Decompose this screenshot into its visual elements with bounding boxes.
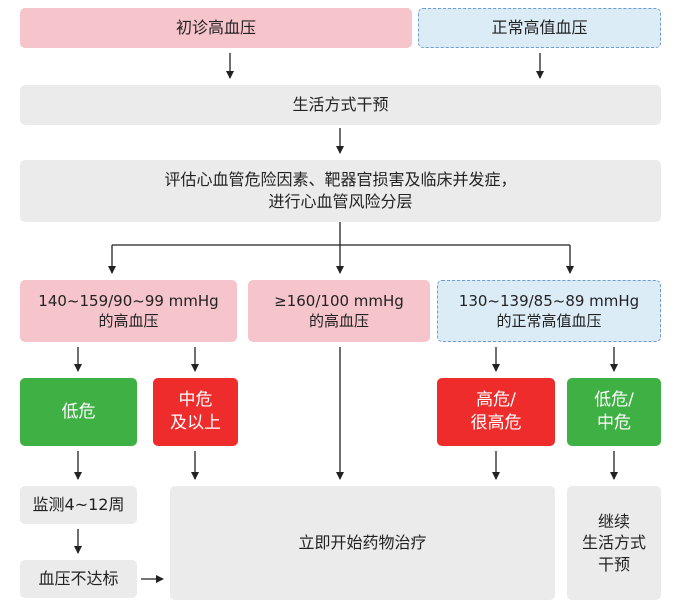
start-drug-therapy-label: 立即开始药物治疗: [298, 533, 427, 553]
high-normal-range-line-2: 的正常高值血压: [496, 312, 602, 330]
grade1-line-2: 的高血压: [98, 312, 159, 330]
grade1-hypertension-box: 140~159/90~99 mmHg 的高血压: [20, 280, 237, 342]
high-normal-bp-box: 正常高值血压: [418, 8, 661, 48]
high-very-high-risk-box: 高危/ 很高危: [437, 378, 555, 446]
start-drug-therapy-box: 立即开始药物治疗: [170, 486, 555, 600]
high-normal-range-box: 130~139/85~89 mmHg 的正常高值血压: [437, 280, 661, 342]
assessment-box: 评估心血管危险因素、靶器官损害及临床并发症， 进行心血管风险分层: [20, 160, 661, 222]
initial-hypertension-box: 初诊高血压: [20, 8, 412, 48]
low-mid-risk-line-1: 低危/: [594, 390, 634, 411]
grade2-line-1: ≥160/100 mmHg: [274, 291, 404, 310]
continue-lifestyle-box: 继续 生活方式 干预: [567, 486, 661, 600]
monitor-box: 监测4~12周: [20, 486, 137, 524]
mid-risk-line-1: 中危: [178, 390, 213, 411]
mid-risk-line-2: 及以上: [170, 413, 221, 433]
initial-hypertension-label: 初诊高血压: [175, 18, 256, 38]
high-risk-line-1: 高危/: [476, 390, 516, 411]
monitor-label: 监测4~12周: [32, 495, 125, 515]
lifestyle-intervention-label: 生活方式干预: [292, 95, 389, 115]
high-normal-range-line-1: 130~139/85~89 mmHg: [458, 291, 640, 310]
lifestyle-intervention-box: 生活方式干预: [20, 85, 661, 125]
assessment-line-2: 进行心血管风险分层: [268, 192, 413, 211]
grade1-line-1: 140~159/90~99 mmHg: [38, 291, 219, 310]
low-mid-risk-box: 低危/ 中危: [567, 378, 661, 446]
low-risk-label: 低危: [61, 401, 96, 422]
bp-not-controlled-label: 血压不达标: [38, 569, 119, 589]
continue-lifestyle-line-1: 继续: [597, 511, 630, 531]
low-risk-box: 低危: [20, 378, 137, 446]
high-normal-bp-label: 正常高值血压: [491, 18, 588, 38]
assessment-line-1: 评估心血管危险因素、靶器官损害及临床并发症，: [164, 170, 517, 190]
grade2-hypertension-box: ≥160/100 mmHg 的高血压: [248, 280, 430, 342]
high-risk-line-2: 很高危: [470, 413, 522, 433]
bp-not-controlled-box: 血压不达标: [20, 560, 137, 598]
continue-lifestyle-line-3: 干预: [597, 554, 630, 574]
grade2-line-2: 的高血压: [308, 312, 369, 330]
mid-risk-above-box: 中危 及以上: [153, 378, 238, 446]
low-mid-risk-line-2: 中危: [597, 413, 631, 433]
continue-lifestyle-line-2: 生活方式: [581, 533, 646, 553]
